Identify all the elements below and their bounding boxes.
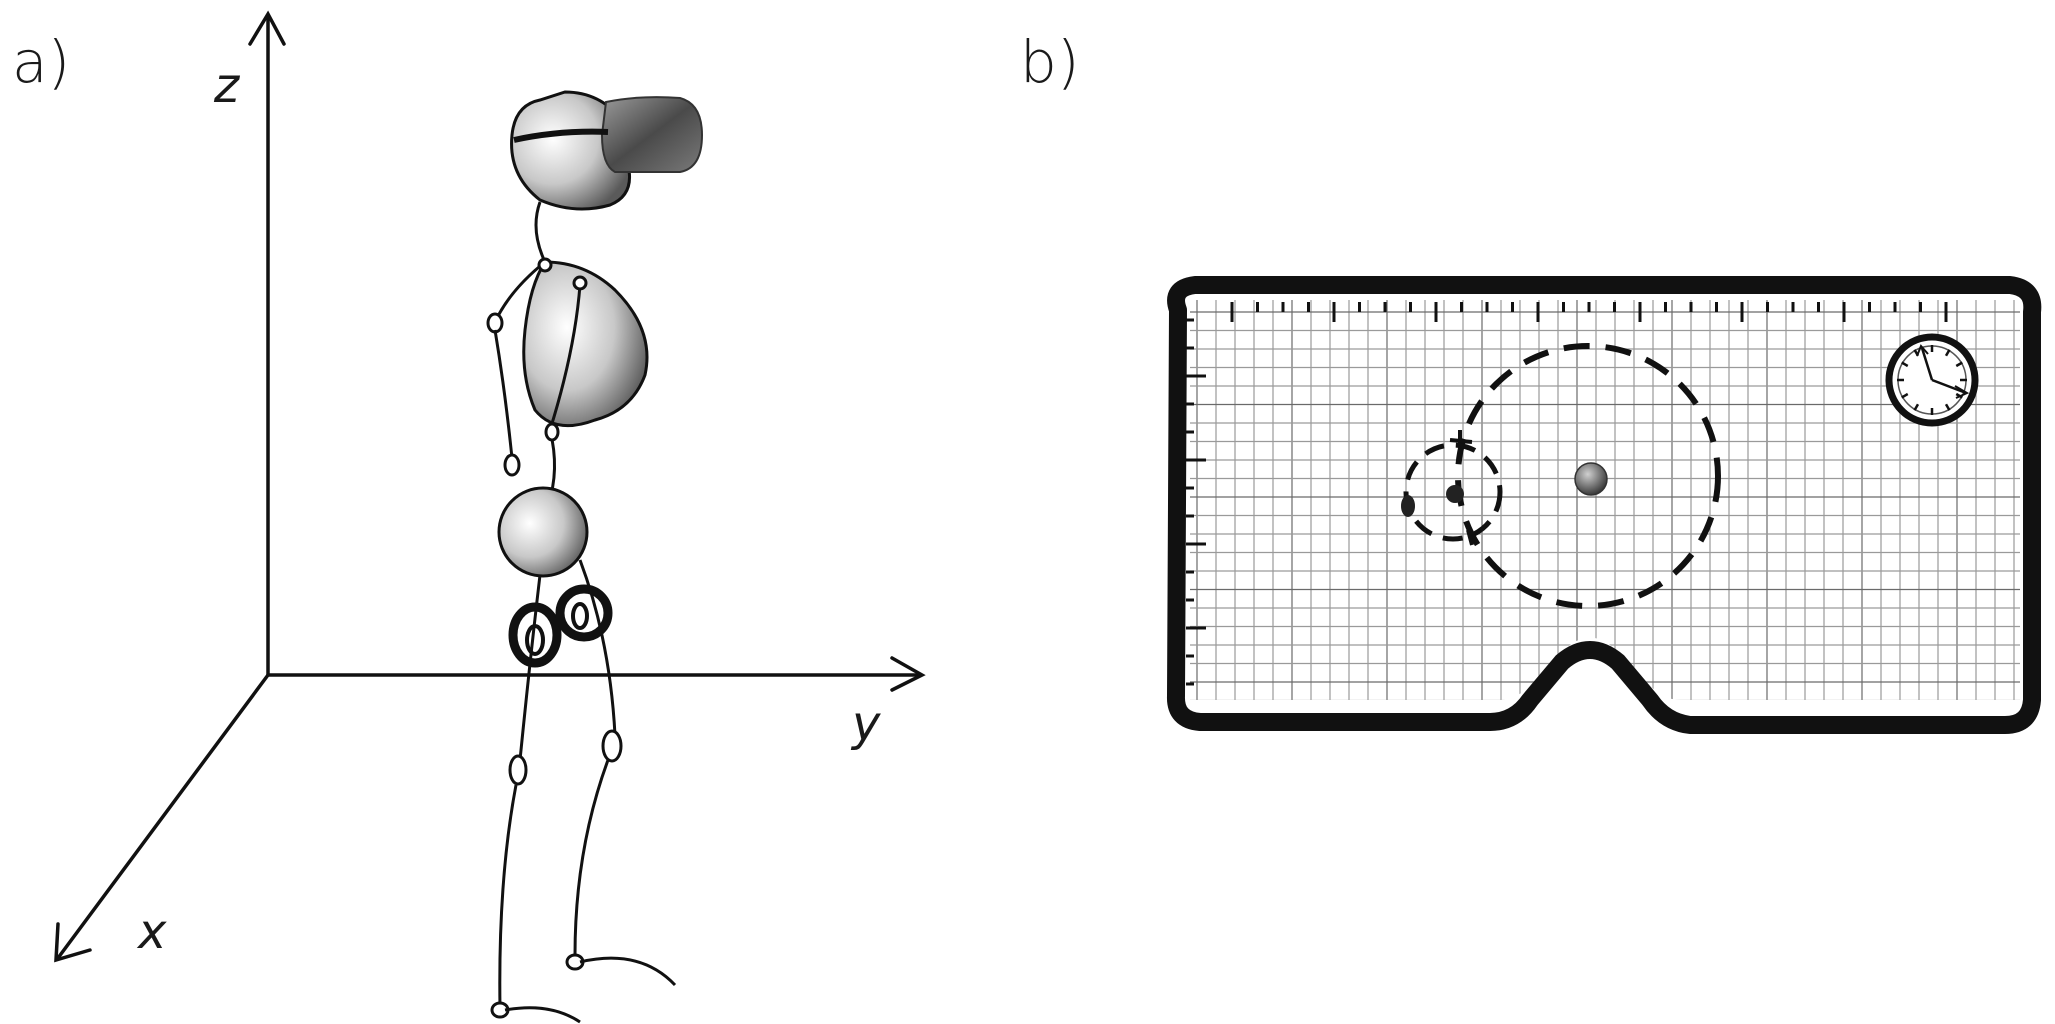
y-axis-arrow-icon <box>890 656 926 692</box>
torso <box>522 260 649 428</box>
cursor-dot <box>1446 485 1464 503</box>
small-target-ring <box>1403 442 1503 542</box>
right-shin <box>573 759 610 956</box>
x-axis <box>56 673 270 960</box>
coordinate-axes <box>54 10 926 963</box>
target-circles <box>1403 343 1721 609</box>
left-thigh <box>518 574 542 761</box>
x-axis-label: x <box>136 904 167 960</box>
z-axis-label: z <box>213 58 241 114</box>
screen-rulers <box>1186 302 1948 686</box>
torso-seam <box>548 284 582 431</box>
right-foot <box>579 956 677 987</box>
large-target-ring <box>1455 343 1721 609</box>
left-foot <box>504 1006 581 1024</box>
z-axis-arrow-icon <box>248 10 286 46</box>
crosshair-icon <box>1449 430 1474 546</box>
neck <box>534 201 547 263</box>
vr-headset-icon <box>513 96 704 173</box>
headset-frame <box>1167 276 2042 734</box>
side-dot <box>1401 495 1415 517</box>
y-axis-label: y <box>850 696 881 752</box>
clock-icon <box>1885 333 1979 427</box>
forearm <box>493 329 514 459</box>
human-figure <box>486 90 704 1024</box>
panel-a: a) z y x <box>12 10 926 1024</box>
elbow-joint <box>503 453 521 477</box>
panel-b: b) <box>1020 28 2042 734</box>
waist-joint <box>544 422 560 442</box>
left-knee-joint <box>508 754 528 786</box>
panel-a-label: a) <box>12 28 70 96</box>
target-ball <box>1574 462 1608 496</box>
x-axis-arrow-icon <box>54 922 92 963</box>
right-knee-joint <box>601 729 623 763</box>
neck-joint <box>537 257 553 273</box>
chest-joint <box>572 275 588 291</box>
pelvis <box>497 486 589 578</box>
panel-b-label: b) <box>1020 28 1079 96</box>
shoulder-joint <box>486 312 504 334</box>
right-thigh <box>578 559 617 736</box>
left-shin <box>498 784 518 1009</box>
